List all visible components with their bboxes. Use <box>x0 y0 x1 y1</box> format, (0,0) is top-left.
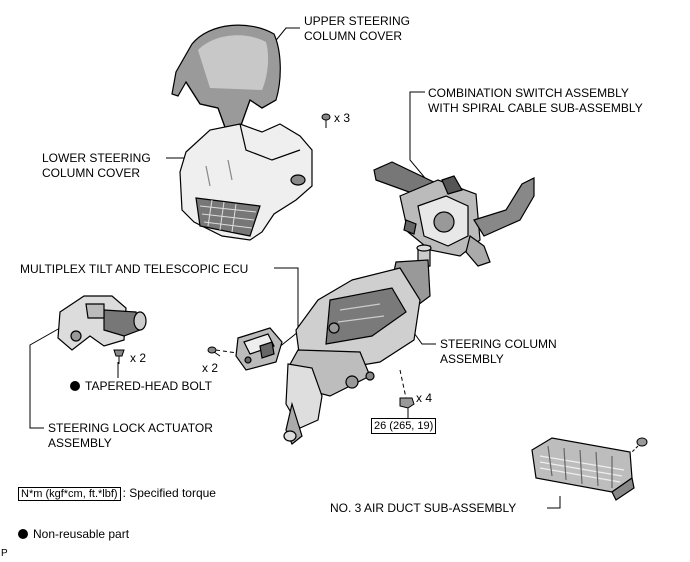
torque-value-box: 26 (265, 19) <box>371 418 437 434</box>
label-lock-actuator: STEERING LOCK ACTUATOR ASSEMBLY <box>48 421 213 450</box>
leader-lock-actuator <box>29 327 61 429</box>
label-air-duct: NO. 3 AIR DUCT SUB-ASSEMBLY <box>330 501 517 515</box>
column-nut-part <box>399 397 415 409</box>
legend-torque: N*m (kgf*cm, ft.*lbf): Specified torque <box>18 486 216 501</box>
legend-nonreusable: Non-reusable part <box>18 527 129 542</box>
nonreusable-dot-icon <box>70 381 80 391</box>
upper-steering-column-cover-part <box>171 24 281 131</box>
air-duct-part <box>531 437 635 501</box>
leader-nut-dashed <box>399 369 407 399</box>
nonreusable-legend-dot-icon <box>18 529 28 539</box>
steering-column-part <box>283 244 432 445</box>
ecu-screw-part <box>207 346 221 357</box>
quantity-column-nuts: x 4 <box>416 391 433 405</box>
air-duct-clip-part <box>631 437 648 453</box>
quantity-ecu-screws: x 2 <box>202 361 219 375</box>
quantity-actuator-bolts: x 2 <box>130 351 147 365</box>
steering-lock-actuator-part <box>57 295 147 351</box>
lower-steering-column-cover-part <box>179 123 313 241</box>
corner-mark: P <box>1 548 8 559</box>
tapered-bolt-part <box>113 349 125 364</box>
screw-top-part <box>321 113 331 128</box>
label-tilt-ecu: MULTIPLEX TILT AND TELESCOPIC ECU <box>20 262 249 276</box>
label-steering-column: STEERING COLUMN ASSEMBLY <box>440 337 557 366</box>
label-lower-cover: LOWER STEERING COLUMN COVER <box>42 151 151 180</box>
leader-tilt-ecu <box>274 267 299 349</box>
legend-torque-units-box: N*m (kgf*cm, ft.*lbf) <box>18 487 121 501</box>
tilt-ecu-part <box>235 327 283 371</box>
label-combination-switch: COMBINATION SWITCH ASSEMBLY WITH SPIRAL … <box>428 86 643 115</box>
combination-switch-part <box>373 161 535 267</box>
label-upper-cover: UPPER STEERING COLUMN COVER <box>304 14 411 43</box>
quantity-screws-top: x 3 <box>334 111 351 125</box>
leader-air-duct <box>547 496 561 509</box>
label-tapered-bolt: TAPERED-HEAD BOLT <box>70 379 212 394</box>
